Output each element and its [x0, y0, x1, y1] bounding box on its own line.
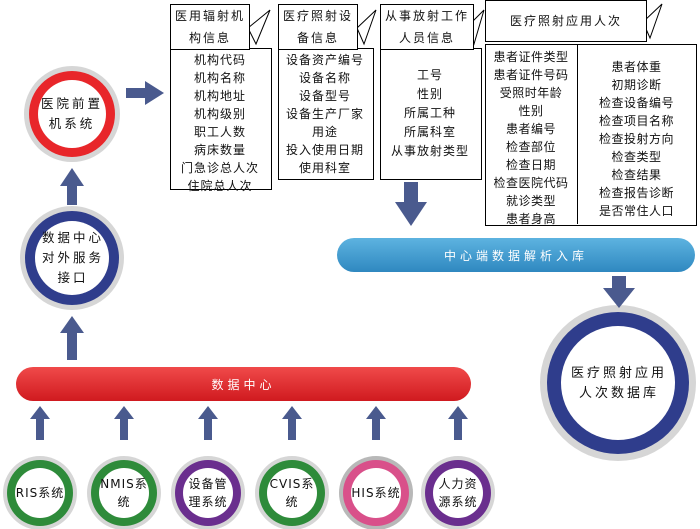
source-arrows [30, 406, 468, 440]
list-item: 就诊类型 [505, 194, 556, 208]
list-item: 所属科室 [403, 125, 456, 139]
database-label: 医疗照射应用人次数据库 [571, 366, 668, 401]
equipment-list: 设备资产编号 设备名称 设备型号 设备生产厂家 用途 投入使用日期 使用科室 [278, 51, 372, 177]
central-parse-pill-shape [337, 238, 695, 272]
arrow-right-to-panels [126, 81, 164, 105]
list-item: 工号 [416, 68, 443, 82]
arrow-down-to-parse [395, 182, 427, 226]
list-item: 门急诊总人次 [180, 161, 259, 175]
source-ring-hr [421, 456, 495, 529]
list-item: 设备生产厂家 [285, 107, 364, 121]
source-label-equipment: 设备管理系统 [188, 477, 228, 509]
list-item: 患者身高 [505, 212, 556, 226]
source-ring-his [339, 456, 413, 529]
list-item: 患者证件号码 [493, 68, 569, 82]
arrow-up-equipment [198, 406, 218, 440]
arrow-up-to-front [60, 168, 84, 205]
source-label-his: HIS系统 [351, 486, 401, 500]
source-label-hr: 人力资源系统 [438, 477, 478, 509]
list-item: 住院总人次 [187, 179, 253, 193]
application-panel [485, 44, 697, 226]
source-ring-cvis [255, 456, 329, 529]
staff-title: 从事放射工作人员信息 [384, 9, 469, 45]
application-header: 医疗照射应用人次 [485, 0, 647, 42]
source-label-cvis: CVIS系统 [269, 477, 315, 509]
arrow-up-cvis [282, 406, 302, 440]
front-system-label: 医院前置机系统 [40, 96, 103, 131]
arrow-up-to-service [60, 316, 84, 360]
list-item: 检查设备编号 [598, 96, 674, 110]
arrow-up-hr [448, 406, 468, 440]
list-item: 检查报告诊断 [598, 186, 674, 200]
application-divider [577, 44, 578, 224]
staff-header: 从事放射工作人员信息 [380, 4, 474, 50]
data-center-pill-shape [16, 367, 471, 401]
staff-panel [380, 48, 482, 180]
equipment-header-tail [356, 9, 377, 46]
source-label-nmis: NMIS系统 [100, 477, 148, 509]
list-item: 设备资产编号 [285, 53, 364, 67]
list-item: 所属工种 [403, 106, 456, 120]
list-item: 病床数量 [193, 143, 246, 157]
data-center-pill: 数据中心 [211, 377, 276, 392]
source-ring-nmis [87, 456, 161, 529]
list-item: 机构代码 [193, 53, 246, 67]
data-center-service-ring [20, 206, 124, 310]
equipment-header: 医疗照射设备信息 [278, 4, 358, 50]
list-item: 性别 [518, 104, 544, 118]
front-system-ring [24, 66, 120, 162]
source-ring-ris [3, 456, 77, 529]
list-item: 设备型号 [298, 89, 351, 103]
list-item: 检查结果 [611, 168, 662, 182]
arrow-up-nmis [114, 406, 134, 440]
staff-list: 工号 性别 所属工种 所属科室 从事放射类型 [380, 66, 480, 161]
list-item: 用途 [311, 125, 338, 139]
list-item: 受照时年龄 [499, 86, 563, 100]
list-item: 机构地址 [193, 89, 246, 103]
list-item: 职工人数 [193, 125, 246, 139]
equipment-panel [278, 48, 374, 180]
data-center-service-label: 数据中心对外服务接口 [42, 230, 105, 285]
central-parse-pill: 中心端数据解析入库 [443, 248, 588, 263]
list-item: 机构级别 [193, 107, 246, 121]
arrow-up-his [366, 406, 386, 440]
arrow-down-to-database [603, 276, 635, 308]
institution-list: 机构代码 机构名称 机构地址 机构级别 职工人数 病床数量 门急诊总人次 住院总… [170, 51, 270, 195]
institution-header-tail [247, 9, 271, 46]
arrow-up-ris [30, 406, 50, 440]
source-ring-equipment [171, 456, 245, 529]
application-list-left: 患者证件类型 患者证件号码 受照时年龄 性别 患者编号 检查部位 检查日期 检查… [485, 48, 577, 228]
application-list-right: 患者体重 初期诊断 检查设备编号 检查项目名称 检查投射方向 检查类型 检查结果… [578, 58, 695, 220]
source-label-ris: RIS系统 [15, 486, 65, 500]
list-item: 检查日期 [505, 158, 556, 172]
list-item: 初期诊断 [611, 78, 662, 92]
list-item: 从事放射类型 [390, 144, 469, 158]
list-item: 患者证件类型 [493, 50, 569, 64]
list-item: 设备名称 [298, 71, 351, 85]
list-item: 投入使用日期 [285, 143, 364, 157]
list-item: 患者体重 [611, 60, 662, 74]
institution-header: 医用辐射机构信息 [170, 4, 250, 50]
institution-title: 医用辐射机构信息 [174, 9, 245, 45]
list-item: 检查项目名称 [598, 114, 674, 128]
list-item: 机构名称 [193, 71, 246, 85]
list-item: 性别 [416, 87, 443, 101]
database-ring [540, 305, 696, 461]
list-item: 是否常住人口 [598, 204, 674, 218]
list-item: 患者编号 [505, 122, 556, 136]
list-item: 检查医院代码 [493, 176, 569, 190]
list-item: 使用科室 [298, 161, 351, 175]
list-item: 检查投射方向 [598, 132, 674, 146]
list-item: 检查部位 [505, 140, 556, 154]
list-item: 检查类型 [611, 150, 662, 164]
application-title: 医疗照射应用人次 [509, 14, 622, 28]
equipment-title: 医疗照射设备信息 [282, 9, 353, 45]
